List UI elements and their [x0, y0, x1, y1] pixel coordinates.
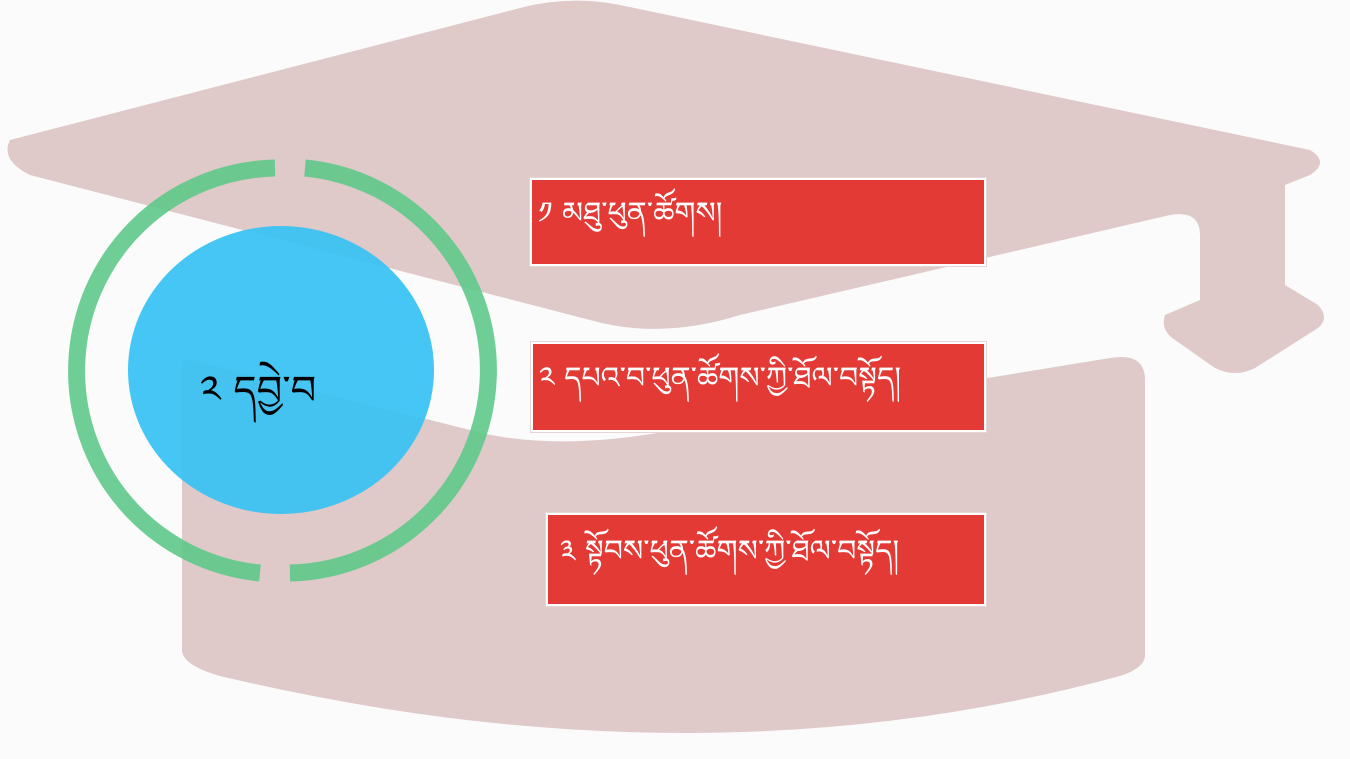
item-label-3: ༣ སྟོབས་ཕུན་ཚོགས་ཀྱི་ཐོལ་བསྟོད། [560, 533, 900, 569]
item-box-2[interactable]: ༢ དཔའ་བ་ཕུན་ཚོགས་ཀྱི་ཐོལ་བསྟོད། [531, 342, 986, 432]
center-circle [128, 226, 434, 514]
center-label: ༢ དབྱེ་བ [200, 368, 317, 414]
item-label-2: ༢ དཔའ་བ་ཕུན་ཚོགས་ཀྱི་ཐོལ་བསྟོད། [539, 361, 902, 396]
item-box-1[interactable]: ༡ མཐུ་ཕུན་ཚོགས། [530, 178, 986, 266]
item-box-3[interactable]: ༣ སྟོབས་ཕུན་ཚོགས་ཀྱི་ཐོལ་བསྟོད། [546, 513, 986, 606]
item-label-1: ༡ མཐུ་ཕུན་ཚོགས། [538, 196, 723, 231]
progress-ring [68, 159, 497, 582]
